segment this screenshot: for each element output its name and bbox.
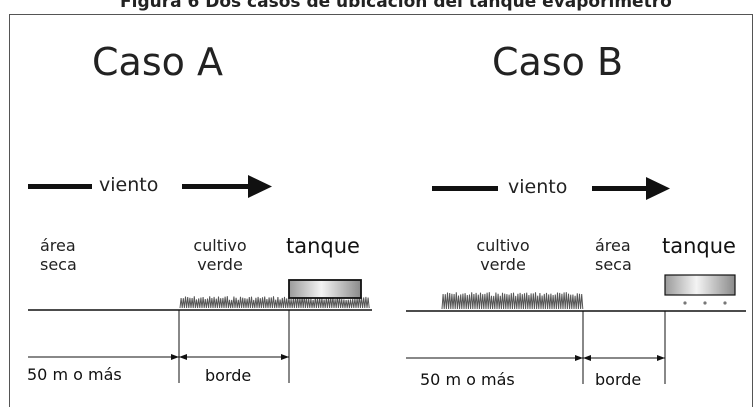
- case-a-title: Caso A: [92, 40, 223, 84]
- case-b-tank: [664, 274, 736, 305]
- case-a-wind-arrow: [28, 175, 272, 198]
- case-a-dry-area-label: área seca: [40, 236, 77, 274]
- case-a-border-label: borde: [205, 366, 252, 385]
- case-a-tank: [288, 279, 362, 299]
- case-b-wind-label: viento: [508, 176, 568, 198]
- case-a-wind-label: viento: [99, 174, 159, 196]
- case-a-green-crop-label: cultivo verde: [193, 236, 247, 274]
- figure-caption-strip: Figura 6 Dos casos de ubicación del tanq…: [0, 0, 755, 14]
- case-a-tank-label: tanque: [286, 234, 360, 258]
- case-b-distance-label: 50 m o más: [420, 370, 515, 389]
- figure-caption: Figura 6 Dos casos de ubicación del tanq…: [120, 0, 672, 12]
- figure-frame: [9, 14, 753, 407]
- case-b-green-crop-label: cultivo verde: [476, 236, 530, 274]
- case-a-distance-label: 50 m o más: [27, 365, 122, 384]
- case-b-dimension-lines: [406, 311, 666, 384]
- case-a-dimension-lines: [28, 310, 290, 383]
- case-b-border-label: borde: [595, 370, 642, 389]
- case-b-tank-label: tanque: [662, 234, 736, 258]
- case-b-green-crop: [441, 292, 584, 310]
- case-b-title: Caso B: [492, 40, 624, 84]
- case-b-wind-arrow: [432, 177, 670, 200]
- case-b-dry-area-label: área seca: [595, 236, 632, 274]
